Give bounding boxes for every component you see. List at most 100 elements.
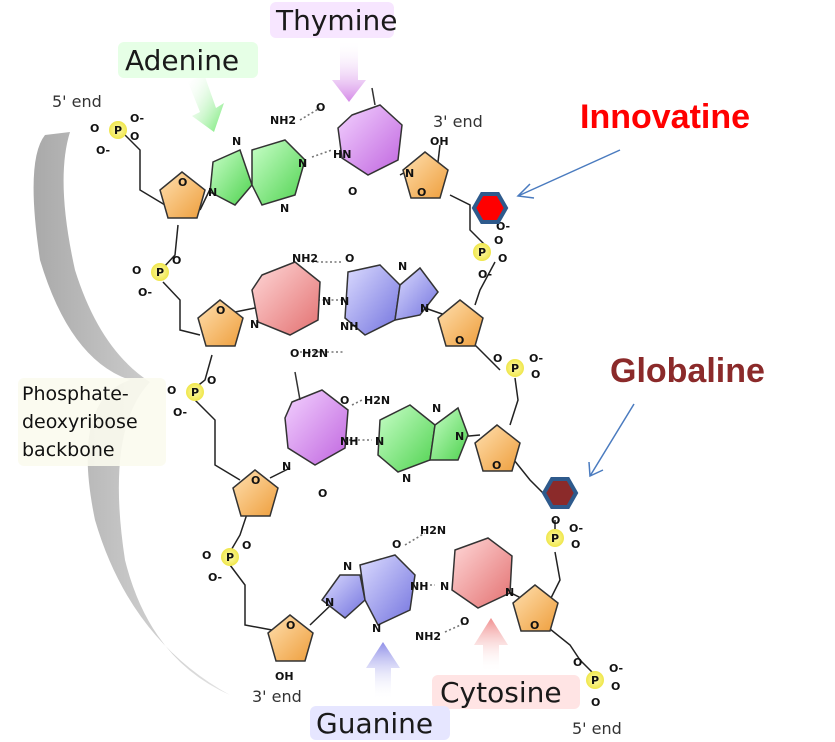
svg-text:O: O [286,619,295,632]
svg-text:NH: NH [340,435,358,448]
sugar-2 [197,299,244,347]
marker-pointers [516,149,635,478]
svg-text:H2N: H2N [420,524,446,537]
svg-text:O: O [531,368,540,381]
guanine-label-bg [310,706,450,740]
backbone-label-line3: backbone [22,439,115,461]
svg-text:O: O [571,538,580,551]
backbone-brace [33,132,230,695]
svg-text:O: O [493,352,502,365]
thymine-label: Thymine [275,4,397,37]
cytosine-arrow [474,618,508,672]
svg-text:N: N [405,167,414,180]
svg-text:O-: O- [130,112,144,125]
svg-text:P: P [478,246,486,259]
phosphate-7: P O- O O [546,514,583,551]
svg-text:O: O [318,487,327,500]
svg-text:O-: O- [208,571,222,584]
svg-text:O: O [348,185,357,198]
svg-text:O: O [611,680,620,693]
svg-text:N: N [440,580,449,593]
svg-text:NH: NH [340,320,358,333]
svg-text:O-: O- [609,662,623,675]
phosphate-8: P O- O O O [573,656,623,709]
sugar-8 [512,584,559,632]
svg-text:N: N [402,472,411,485]
svg-text:N: N [280,202,289,215]
svg-text:NH: NH [410,580,428,593]
phosphate-2: P O O O- [132,254,181,299]
svg-text:O-: O- [529,352,543,365]
cytosine-label: Cytosine [440,676,562,709]
svg-text:P: P [591,674,599,687]
adenine-label: Adenine [125,44,239,77]
svg-text:P: P [156,266,164,279]
svg-text:O: O [498,252,507,265]
svg-text:O: O [460,615,469,628]
svg-text:O: O [167,384,176,397]
svg-text:HN: HN [333,148,351,161]
svg-text:O-: O- [173,406,187,419]
svg-text:N: N [340,295,349,308]
svg-text:N: N [420,302,429,315]
adenine-base-row3 [377,404,469,473]
svg-text:O: O [207,374,216,387]
phosphate-6: P O- O O [493,352,543,381]
svg-text:O: O [417,186,426,199]
svg-text:O: O [392,538,401,551]
innovatine-label: Innovatine [580,98,750,136]
sugar-6 [437,299,484,347]
backbone-label-line1: Phosphate- [22,383,129,405]
sugar-7 [474,424,521,472]
svg-text:O: O [242,539,251,552]
svg-text:N: N [250,318,259,331]
svg-text:NH2: NH2 [270,114,296,127]
base-atom-labels: NH2 O N N N N HN O N OH NH2 O N N O H2N … [208,101,514,683]
svg-text:O: O [178,176,187,189]
svg-text:O: O [251,474,260,487]
hydrogen-bonds [299,107,466,633]
svg-text:P: P [511,362,519,375]
svg-text:O: O [316,101,325,114]
backbone-label-bg [18,378,166,466]
phosphate-5: P O O O- O- [473,220,510,281]
phosphate-4: P O O O- [202,539,251,584]
guanine-base-row2 [344,264,439,336]
end-label-top-left: 5' end [52,92,102,111]
svg-text:N: N [455,430,464,443]
adenine-arrow [188,74,224,132]
svg-text:OH: OH [430,135,449,148]
svg-text:O-: O- [569,522,583,535]
sugar-4 [267,614,314,662]
adenine-base-top [209,139,306,206]
svg-text:O-: O- [138,286,152,299]
svg-text:N: N [322,295,331,308]
svg-text:O: O [340,394,349,407]
svg-text:O: O [132,264,141,277]
sugar-rings [159,151,559,662]
svg-text:NH2: NH2 [415,630,441,643]
svg-text:O: O [172,254,181,267]
backbone-label-line2: deoxyribose [22,411,138,433]
svg-text:N: N [208,186,217,199]
svg-text:N: N [375,435,384,448]
svg-text:H2N: H2N [364,394,390,407]
svg-text:NH2: NH2 [292,252,318,265]
svg-text:P: P [226,551,234,564]
svg-text:H2N: H2N [302,347,328,360]
svg-text:O: O [345,252,354,265]
thymine-label-bg [270,2,394,38]
svg-text:N: N [432,402,441,415]
adenine-label-bg [118,42,258,78]
guanine-label: Guanine [316,707,433,740]
svg-text:N: N [398,260,407,273]
svg-text:N: N [372,622,381,635]
svg-text:N: N [232,135,241,148]
svg-text:O: O [551,514,560,527]
svg-text:N: N [325,596,334,609]
guanine-arrow [366,642,400,700]
svg-text:OH: OH [275,670,294,683]
svg-text:N: N [343,560,352,573]
thymine-base-top [337,87,403,176]
